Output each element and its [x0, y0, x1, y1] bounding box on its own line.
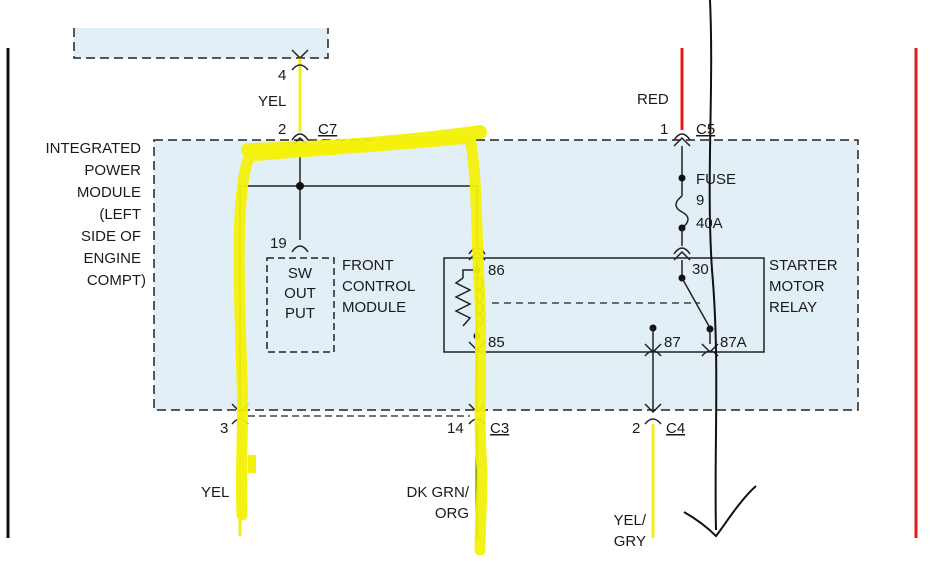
module-label-line: ENGINE	[83, 250, 141, 267]
module-label-line: SIDE OF	[81, 228, 141, 245]
yel-wire-label: YEL	[258, 93, 286, 110]
relay-pin-86-label: 86	[488, 262, 505, 279]
c-pin-3: 3	[220, 420, 228, 437]
module-label-line: POWER	[84, 162, 141, 179]
connector-c5-symbol	[673, 133, 691, 147]
hand-drawn-arrow	[708, 0, 718, 531]
c5-pin-1: 1	[660, 121, 668, 138]
fcm-name-line: CONTROL	[342, 278, 415, 295]
fcm-box-label: SW OUT PUT	[284, 265, 316, 322]
highlight-marker-top-stroke	[241, 125, 487, 157]
c4-pin-2: 2	[632, 420, 640, 437]
yel-gry-label-line: GRY	[614, 533, 646, 550]
c4-connector-name: C4	[666, 420, 685, 437]
relay-name-line: STARTER	[769, 257, 838, 274]
dk-grn-org-label-line: DK GRN/	[406, 484, 469, 501]
fcm-box-line: SW	[288, 265, 313, 282]
c3-pin-14: 14	[447, 420, 464, 437]
relay-switch-contact	[681, 277, 711, 329]
integrated-power-module-box	[153, 139, 859, 411]
c7-pin-2: 2	[278, 121, 286, 138]
c7-connector-name: C7	[318, 121, 337, 138]
relay-pin-85-label: 85	[488, 334, 505, 351]
yel-gry-label-line: YEL/	[613, 512, 646, 529]
fcm-name-line: MODULE	[342, 299, 406, 316]
yel-pin-4: 4	[278, 67, 286, 84]
connector-c4-symbol	[644, 403, 662, 425]
fcm-box-line: OUT	[284, 285, 316, 302]
starter-motor-relay-box	[443, 257, 765, 353]
relay-name-line: RELAY	[769, 299, 817, 316]
splice-dot-c7	[296, 182, 304, 190]
red-wire-label: RED	[637, 91, 669, 108]
fuse-label: FUSE	[696, 171, 736, 188]
fuse-9-symbol	[675, 195, 689, 229]
hand-drawn-arrowhead	[683, 485, 757, 538]
relay-pin-87-label: 87	[664, 334, 681, 351]
highlight-marker-dash	[248, 455, 256, 473]
connector-19-symbol	[291, 245, 309, 253]
module-label-line: MODULE	[77, 184, 141, 201]
c5-connector-name: C5	[696, 121, 715, 138]
dk-grn-org-label-line: ORG	[435, 505, 469, 522]
fuse-terminal-top	[678, 174, 686, 182]
fuse-number: 9	[696, 192, 704, 209]
fcm-name-line: FRONT	[342, 257, 394, 274]
coil-resistor-symbol	[454, 277, 472, 327]
fcm-box-line: PUT	[285, 305, 315, 322]
connector-87-symbol	[644, 343, 662, 357]
fuse-rating: 40A	[696, 215, 723, 232]
relay-pin-30-label: 30	[692, 261, 709, 278]
upstream-module-outline	[73, 28, 329, 59]
relay-name-line: MOTOR	[769, 278, 825, 295]
module-label-line: COMPT)	[87, 272, 146, 289]
coil-resistor-leads	[462, 269, 477, 278]
connector-4-symbol	[291, 49, 309, 71]
front-control-module-box	[266, 257, 335, 353]
c3-connector-name: C3	[490, 420, 509, 437]
yel-bottom-label: YEL	[201, 484, 229, 501]
module-label: INTEGRATED POWER MODULE (LEFT SIDE OF EN…	[45, 140, 146, 289]
fcm-pin-19: 19	[270, 235, 287, 252]
relay-pin-87a-label: 87A	[720, 334, 747, 351]
module-label-line: INTEGRATED	[45, 140, 141, 157]
module-label-line: (LEFT	[99, 206, 141, 223]
upstream-module-box	[74, 28, 328, 58]
